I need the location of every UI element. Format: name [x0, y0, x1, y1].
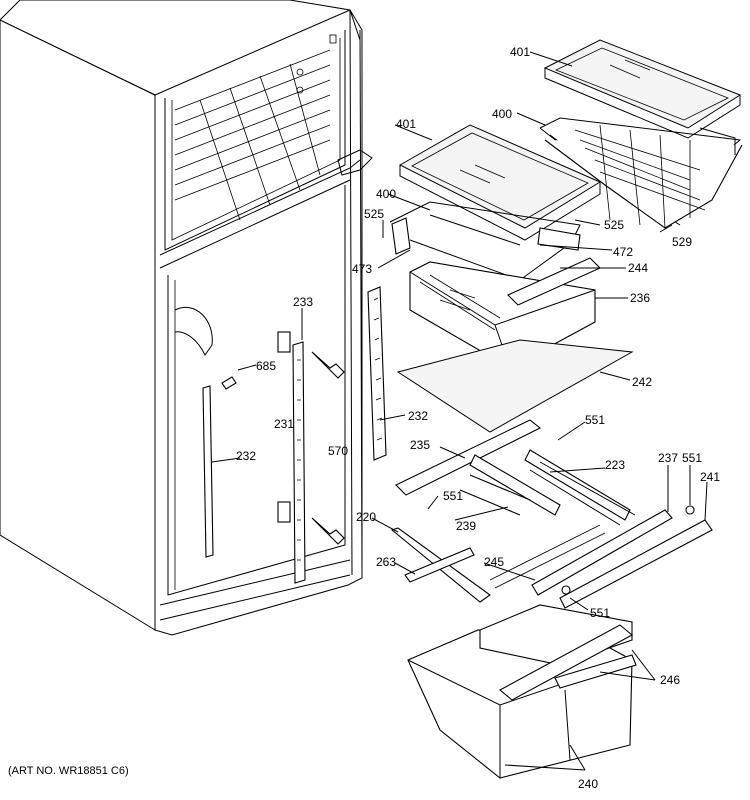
callout-551-upper: 551	[585, 413, 605, 427]
callout-232-center: 232	[408, 409, 428, 423]
part-242-glass-panel	[396, 339, 634, 433]
part-400-529-frame-basket	[539, 117, 743, 229]
callout-400-upper: 400	[492, 107, 512, 121]
part-233-231-570-rails	[202, 331, 345, 584]
callout-570: 570	[328, 444, 348, 458]
callout-401-center: 401	[396, 117, 416, 131]
refrigerator-cabinet	[0, 0, 373, 636]
callout-244: 244	[628, 261, 648, 275]
callout-239: 239	[456, 519, 476, 533]
callout-246: 246	[660, 673, 680, 687]
callout-235: 235	[410, 438, 430, 452]
callout-529: 529	[672, 235, 692, 249]
part-236-244-pan-cover	[409, 257, 601, 369]
part-232-rail-center	[367, 286, 387, 461]
part-237-241-rails-right	[531, 505, 713, 609]
callout-245: 245	[484, 555, 504, 569]
part-235-239-223-slides	[390, 419, 636, 603]
leader-lines	[211, 51, 708, 771]
callout-473: 473	[352, 262, 372, 276]
callout-223: 223	[605, 458, 625, 472]
callout-525-right: 525	[604, 218, 624, 232]
callout-232-left: 232	[236, 449, 256, 463]
callout-472: 472	[613, 245, 633, 259]
part-401-shelf-upper	[543, 39, 742, 139]
callout-242: 242	[632, 375, 652, 389]
callout-233: 233	[293, 295, 313, 309]
callout-551-right: 551	[682, 451, 702, 465]
callout-231: 231	[274, 417, 294, 431]
callout-220: 220	[356, 510, 376, 524]
callout-237: 237	[658, 451, 678, 465]
callout-685: 685	[256, 359, 276, 373]
callout-400-lower: 400	[376, 187, 396, 201]
part-240-246-crisper-pans	[407, 604, 637, 779]
part-401-shelf-center	[398, 124, 602, 241]
callout-240: 240	[578, 777, 598, 791]
callout-labels: 401 401 400 400 525 525 529 472 473 244 …	[236, 45, 720, 791]
callout-401-upper: 401	[510, 45, 530, 59]
callout-236: 236	[630, 291, 650, 305]
callout-551-lower: 551	[590, 606, 610, 620]
part-400-frame-lower	[389, 201, 581, 281]
callout-241: 241	[700, 470, 720, 484]
callout-551-middle: 551	[443, 489, 463, 503]
callout-263: 263	[376, 555, 396, 569]
callout-525-left: 525	[364, 207, 384, 221]
art-number: (ART NO. WR18851 C6)	[8, 765, 129, 777]
